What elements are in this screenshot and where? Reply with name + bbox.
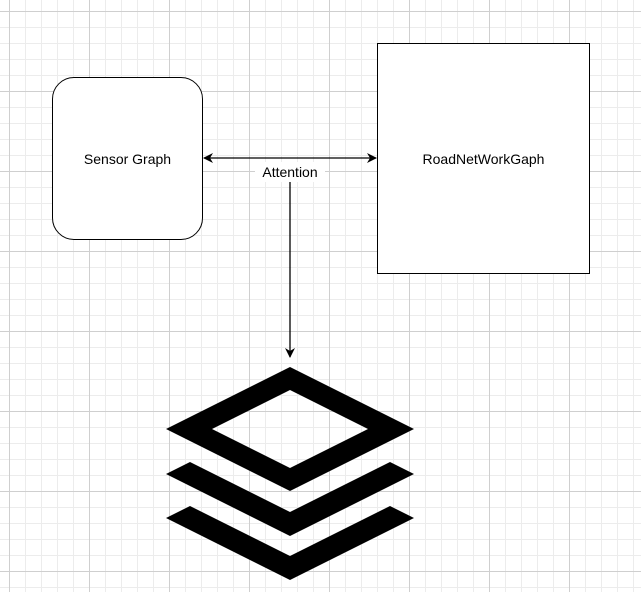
layers-icon-middle-chevron <box>166 462 414 536</box>
attention-edge-label: Attention <box>255 162 325 182</box>
sensor-graph-node[interactable]: Sensor Graph <box>52 77 203 240</box>
road-network-graph-label: RoadNetWorkGaph <box>422 150 545 167</box>
layers-icon-bottom-chevron <box>166 506 414 580</box>
sensor-graph-label: Sensor Graph <box>83 150 172 167</box>
layers-icon-top-ring <box>166 367 414 491</box>
road-network-graph-node[interactable]: RoadNetWorkGaph <box>377 43 590 274</box>
